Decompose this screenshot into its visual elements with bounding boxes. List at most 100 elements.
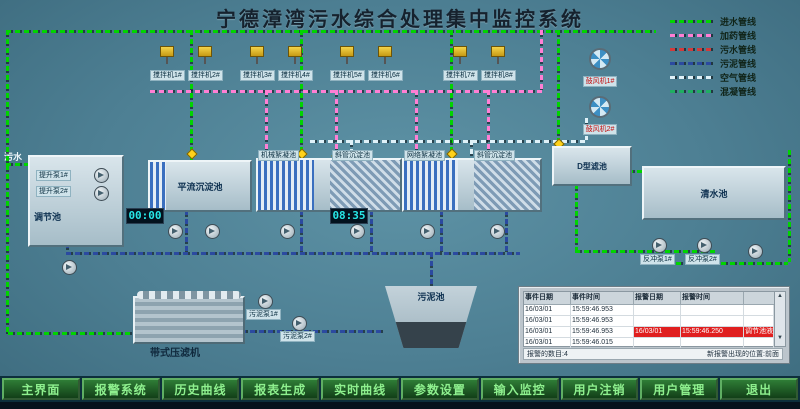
blower-label: 鼓风机1# (582, 76, 618, 87)
tank-d-filter[interactable]: D型滤池 (552, 146, 632, 186)
alarm-cell: 16/03/01 (524, 338, 571, 348)
lift-pump-1-label: 提升泵1# (36, 170, 71, 181)
blower-unit[interactable]: 鼓风机2# (572, 96, 628, 136)
alarm-header-cell: 事件日期 (524, 292, 571, 304)
sludge-pump-1-icon[interactable] (258, 294, 273, 309)
pipe-inflow-left (6, 30, 9, 335)
scroll-track[interactable] (775, 300, 785, 334)
alarm-cell: 15:59:46.250 (681, 327, 744, 337)
lift-pump-2-icon[interactable] (94, 186, 109, 201)
alarm-cell: 15:59:46.953 (571, 316, 634, 326)
nav-button-报表生成[interactable]: 报表生成 (241, 378, 320, 400)
alarm-cell: 15:59:46.953 (571, 305, 634, 315)
legend-line-swatch (670, 47, 714, 51)
scroll-down-icon[interactable]: ▼ (777, 335, 783, 341)
scroll-up-icon[interactable]: ▲ (777, 293, 783, 299)
alarm-cell: 16/03/01 (524, 327, 571, 337)
nav-button-用户注销[interactable]: 用户注销 (560, 378, 639, 400)
pipe-sludge-r3 (300, 210, 303, 252)
taskbar-strip (0, 402, 800, 409)
mixer-unit[interactable]: 搅拌机1# (150, 46, 185, 82)
mixer-unit[interactable]: 搅拌机3# (240, 46, 275, 82)
nav-button-主界面[interactable]: 主界面 (2, 378, 80, 400)
backwash-pump-1-icon[interactable] (652, 238, 667, 253)
mixer-shaft (384, 57, 386, 64)
mixer-unit[interactable]: 搅拌机8# (481, 46, 516, 82)
pipe-sludge-r6 (505, 210, 508, 252)
backwash-pump-2-icon[interactable] (697, 238, 712, 253)
legend-label: 污泥管线 (720, 58, 757, 69)
tank-hatch-decor (330, 160, 400, 210)
nav-button-实时曲线[interactable]: 实时曲线 (321, 378, 399, 400)
nav-button-退出[interactable]: 退出 (720, 378, 798, 400)
pipe-dosing-feed (540, 30, 543, 90)
belt-press-rollers (137, 291, 241, 299)
nav-button-输入监控[interactable]: 输入监控 (480, 378, 559, 400)
pipe-inflow-drop-1 (190, 30, 193, 160)
mixer-motor-icon (288, 46, 302, 57)
alarm-cell (634, 305, 681, 315)
bottom-nav-bar: 主界面报警系统历史曲线报表生成实时曲线参数设置输入监控用户注销用户管理退出 (0, 376, 800, 402)
belt-filter-press[interactable] (133, 291, 245, 344)
pump-icon[interactable] (280, 224, 295, 239)
lift-pump-1-icon[interactable] (94, 168, 109, 183)
pipe-sludge-r2 (185, 210, 188, 252)
sludge-pump-2-icon[interactable] (292, 316, 307, 331)
legend-label: 混凝管线 (720, 86, 757, 97)
valve-icon[interactable] (186, 148, 198, 160)
nav-button-历史曲线[interactable]: 历史曲线 (161, 378, 240, 400)
tank-regulation[interactable]: 调节池 (28, 155, 124, 247)
tank-horizontal-sedimentation[interactable]: 平流沉淀池 (148, 160, 252, 212)
mixer-unit[interactable]: 搅拌机2# (188, 46, 223, 82)
tank-horizontal-sedimentation-label: 平流沉淀池 (177, 181, 223, 192)
mixer-unit[interactable]: 搅拌机7# (443, 46, 478, 82)
pump-icon[interactable] (205, 224, 220, 239)
tank-regulation-label: 调节池 (34, 212, 62, 222)
legend-line-swatch (670, 19, 714, 23)
pipe-sludge-r5 (440, 210, 443, 252)
pump-icon[interactable] (168, 224, 183, 239)
nav-button-用户管理[interactable]: 用户管理 (640, 378, 719, 400)
alarm-table-scrollbar[interactable]: ▲ ▼ (774, 291, 786, 347)
nav-button-报警系统[interactable]: 报警系统 (81, 378, 160, 400)
pump-icon[interactable] (490, 224, 505, 239)
mixer-label: 搅拌机6# (368, 70, 403, 81)
alarm-cell: 16/03/01 (634, 327, 681, 337)
pipe-bottom-left (8, 332, 133, 335)
alarm-cell: 15:59:46.015 (571, 338, 634, 348)
alarm-cell (744, 305, 774, 315)
mixer-unit[interactable]: 搅拌机5# (330, 46, 365, 82)
blower-label: 鼓风机2# (582, 124, 618, 135)
nav-button-参数设置[interactable]: 参数设置 (400, 378, 479, 400)
pump-icon[interactable] (62, 260, 77, 275)
tank-grid-floc-label: 网络絮凝池 (404, 150, 445, 161)
mixer-shaft (256, 57, 258, 64)
tank-clear-water[interactable]: 清水池 (642, 166, 786, 220)
mixer-motor-icon (378, 46, 392, 57)
pipe-inflow-drop-3 (450, 30, 453, 158)
pump-icon[interactable] (748, 244, 763, 259)
tank-sludge[interactable]: 污泥池 (385, 286, 477, 348)
mixer-motor-icon (250, 46, 264, 57)
pipe-air-drop-1 (350, 140, 353, 158)
pipe-backwash-v (575, 184, 578, 250)
tank-flocculation-b[interactable] (402, 158, 542, 212)
tank-sludge-label: 污泥池 (417, 292, 445, 302)
alarm-header-cell: 报警日期 (634, 292, 681, 304)
backwash-pump-1-label: 反冲泵1# (640, 254, 675, 265)
tank-mechanical-floc-label: 机械絮凝池 (258, 150, 299, 161)
tank-clear-water-label: 清水池 (700, 188, 728, 199)
tank-flocculation-a[interactable] (256, 158, 402, 212)
legend-label: 进水管线 (720, 16, 757, 27)
pump-icon[interactable] (350, 224, 365, 239)
mixer-unit[interactable]: 搅拌机6# (368, 46, 403, 82)
blower-fan-icon (589, 48, 611, 70)
tank-inclined-tube-1-label: 斜管沉淀池 (332, 150, 373, 161)
pump-icon[interactable] (420, 224, 435, 239)
blower-unit[interactable]: 鼓风机1# (572, 48, 628, 88)
mixer-unit[interactable]: 搅拌机4# (278, 46, 313, 82)
